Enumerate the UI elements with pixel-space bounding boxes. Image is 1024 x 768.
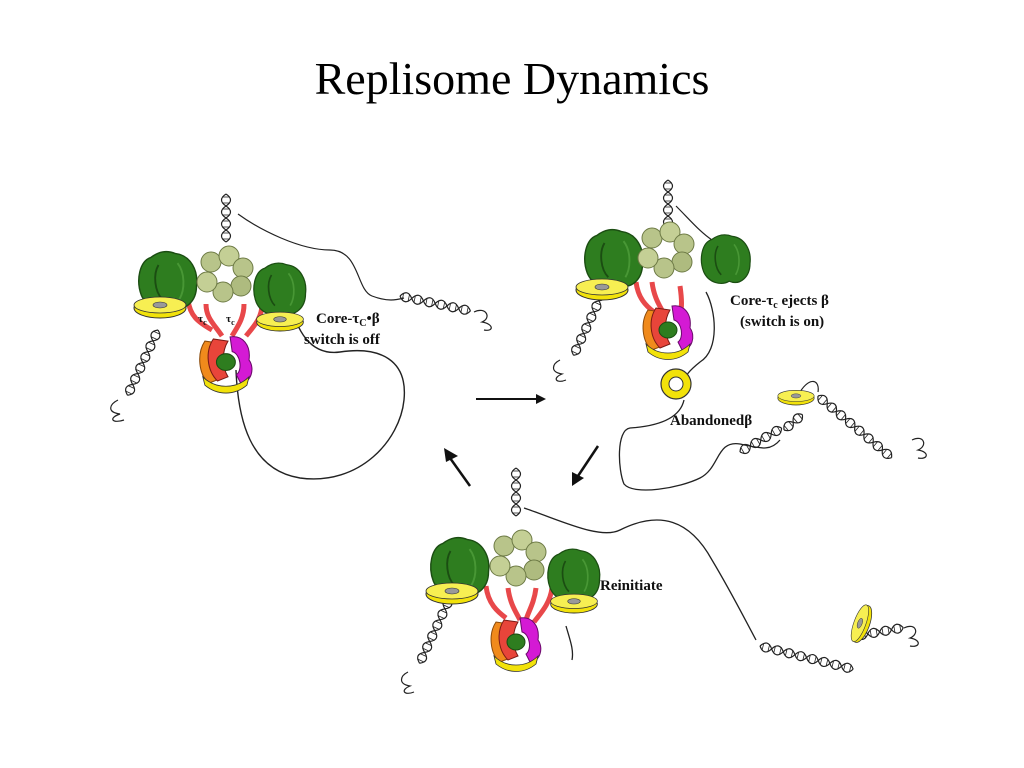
arrow-right [476, 394, 546, 404]
panel-switch-on: Core-τc ejects β (switch is on) Abandone… [552, 179, 927, 491]
arrow-down-left [572, 445, 600, 486]
switch-off-label-line1: Core-τC•β [316, 311, 380, 329]
switch-on-label-line1: Core-τc ejects β [730, 293, 829, 311]
tau-right-label: τc [226, 313, 235, 327]
panel-switch-off: τc τc Core-τC•β switch is off [110, 193, 492, 480]
panel-reinitiate: Reinitiate [400, 467, 919, 694]
page-title: Replisome Dynamics [314, 53, 710, 104]
reinitiate-label: Reinitiate [600, 578, 663, 594]
tau-left-label: τc [198, 313, 207, 327]
switch-on-label-line2: (switch is on) [740, 314, 824, 330]
abandoned-clamp [660, 368, 692, 400]
lagging-strand-loop [235, 299, 406, 480]
abandoned-beta-label: Abandonedβ [670, 413, 752, 429]
switch-off-label-line2: switch is off [304, 332, 381, 348]
arrow-up-left [444, 448, 472, 487]
